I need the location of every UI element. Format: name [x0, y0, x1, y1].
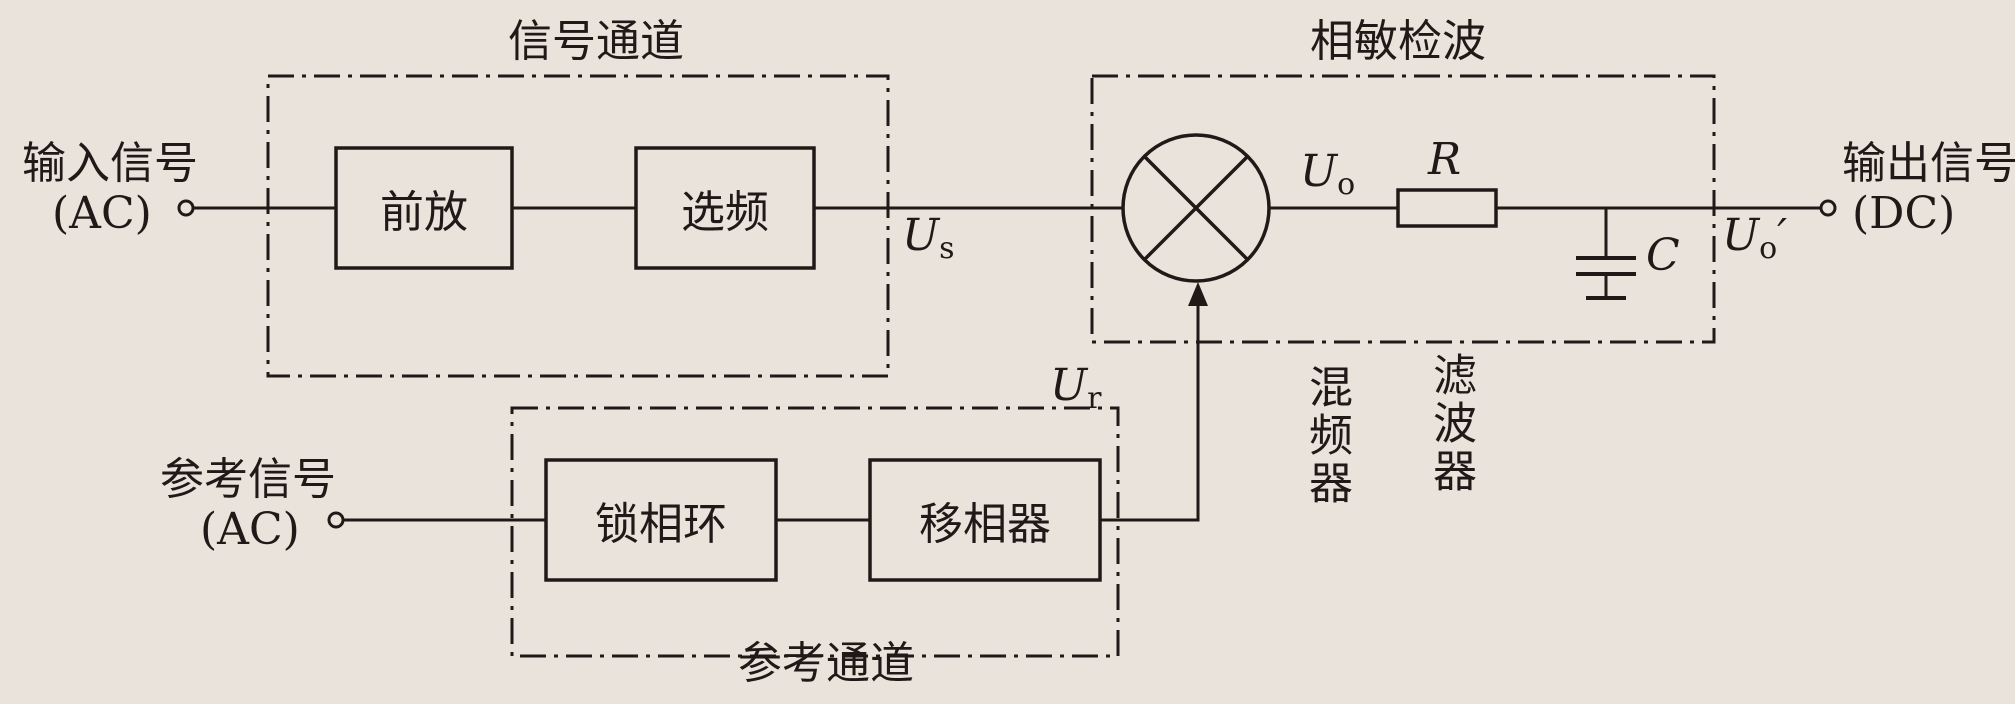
- capacitor-label: C: [1646, 230, 1680, 281]
- ur-label: Ur: [1050, 360, 1102, 416]
- input-signal-label: 输入信号: [22, 138, 198, 189]
- reference-signal-label: 参考信号: [160, 454, 336, 505]
- reference-signal-type: (AC): [200, 504, 300, 555]
- uo-label: Uo: [1300, 146, 1356, 202]
- freq-select-label: 选频: [681, 187, 769, 238]
- reference-arrow: [1188, 282, 1208, 306]
- uo-prime-label: Uo′: [1722, 210, 1788, 266]
- output-terminal: [1819, 199, 1837, 217]
- phase-shifter-label: 移相器: [919, 499, 1051, 550]
- reference-channel-frame: [510, 406, 1120, 658]
- signal-channel-frame: [266, 74, 890, 378]
- reference-channel-title: 参考通道: [738, 638, 914, 689]
- resistor-symbol: [1396, 188, 1498, 228]
- input-terminal: [177, 199, 195, 217]
- reference-terminal: [327, 511, 345, 529]
- input-signal-type: (AC): [52, 188, 152, 239]
- pll-label: 锁相环: [595, 499, 727, 550]
- mixer-annotation: 混频器: [1301, 364, 1352, 508]
- mixer-symbol: [1121, 133, 1271, 283]
- us-label: Us: [902, 210, 955, 266]
- output-signal-type: (DC): [1852, 188, 1956, 239]
- output-signal-label: 输出信号: [1842, 138, 2015, 189]
- resistor-label: R: [1428, 134, 1462, 185]
- phase-detector-title: 相敏检波: [1310, 16, 1486, 67]
- filter-annotation: 滤波器: [1425, 352, 1476, 496]
- preamp-label: 前放: [380, 187, 468, 238]
- signal-channel-title: 信号通道: [508, 16, 684, 67]
